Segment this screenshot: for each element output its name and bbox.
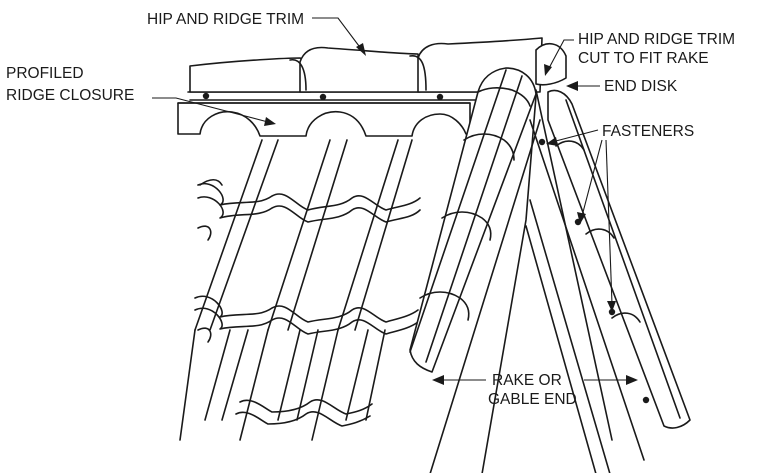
left-rake-trim xyxy=(409,67,541,473)
fastener-dot xyxy=(202,92,210,100)
label-rake-line2: GABLE END xyxy=(488,391,577,408)
fastener-dot xyxy=(436,93,444,101)
fastener-dot xyxy=(642,396,650,404)
label-hip-ridge-trim-cut-line2: CUT TO FIT RAKE xyxy=(578,50,709,67)
label-fasteners: FASTENERS xyxy=(602,123,694,140)
label-profiled-line2: RIDGE CLOSURE xyxy=(6,87,134,104)
right-rake-face xyxy=(525,89,691,473)
label-hip-ridge-trim-cut-line1: HIP AND RIDGE TRIM xyxy=(578,31,735,48)
fastener-dot xyxy=(538,138,546,146)
label-rake-line1: RAKE OR xyxy=(492,372,562,389)
label-hip-ridge-trim: HIP AND RIDGE TRIM xyxy=(147,11,304,28)
labels: HIP AND RIDGE TRIM HIP AND RIDGE TRIM CU… xyxy=(6,11,735,408)
profiled-ridge-closure xyxy=(177,102,471,137)
fastener-dot xyxy=(319,93,327,101)
leaders xyxy=(152,17,638,385)
roof-tile-field xyxy=(179,139,421,441)
label-profiled-line1: PROFILED xyxy=(6,65,84,82)
label-end-disk: END DISK xyxy=(604,78,678,95)
